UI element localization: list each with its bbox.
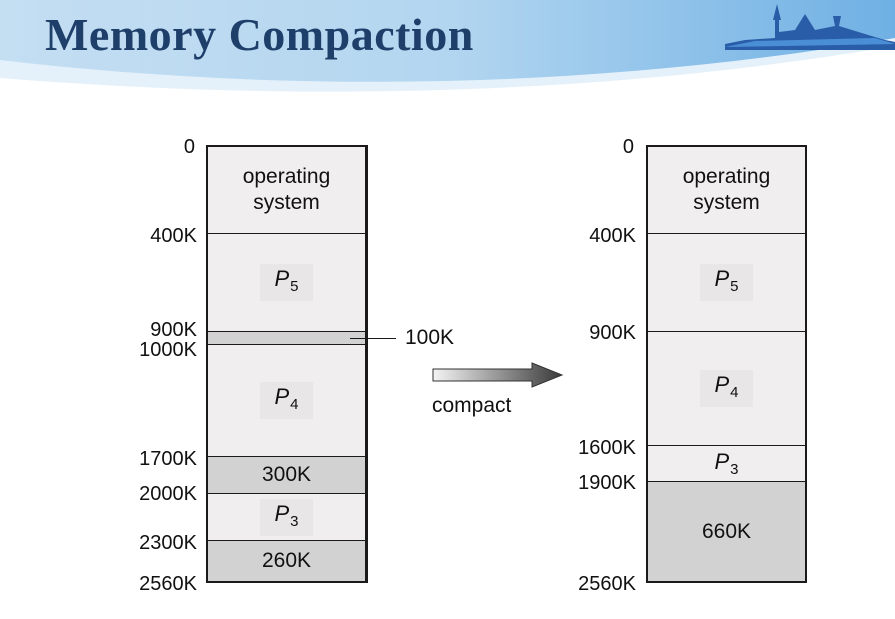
p4-block: P4 [208,345,365,456]
process-label: P3 [714,449,739,478]
process-label: P5 [700,264,753,301]
addr-label: 2300K [139,532,197,554]
addr-label: 400K [150,225,197,247]
p5-block: P5 [208,233,365,331]
p3-block: P3 [208,493,365,540]
addr-label: 2000K [139,483,197,505]
addr-label: 1600K [578,437,636,459]
p5-block: P5 [648,233,805,331]
os-label-line1: operating [682,165,771,188]
p4-block: P4 [648,331,805,445]
process-label: P3 [260,498,313,536]
addr-label: 1000K [139,339,197,361]
addr-label: 900K [589,322,636,344]
hole-660k: 660K [648,481,805,581]
hole-size-label: 300K [261,463,312,486]
compact-arrow-icon [432,362,564,388]
city-skyline-icon [725,4,895,50]
process-label: P4 [260,382,313,419]
memory-column-before: operating system P5 P4 300K P3 260K [206,145,368,583]
hole-size-label: 260K [261,549,312,572]
hole-300k: 300K [208,456,365,493]
header-band [0,0,895,92]
addr-label: 1900K [578,472,636,494]
os-label-line2: system [693,191,760,214]
addr-label: 0 [183,136,195,158]
slide-title: Memory Compaction [45,9,474,60]
hole-leader-line [350,338,396,339]
hole-100k [208,331,365,345]
addr-label: 2560K [578,573,636,595]
process-label: P5 [260,264,313,301]
addr-label: 2560K [139,573,197,595]
memory-column-after: operating system P5 P4 P3 660K [646,145,807,583]
os-block: operating system [208,147,365,233]
os-label-line2: system [253,191,320,214]
process-label: P4 [700,370,753,407]
addr-label: 0 [622,136,634,158]
addr-label: 900K [150,319,197,341]
compact-label: compact [432,394,512,417]
addr-label: 400K [589,225,636,247]
os-block: operating system [648,147,805,233]
os-label-line1: operating [242,165,331,188]
hole-size-label: 100K [405,326,455,349]
p3-block: P3 [648,445,805,481]
addr-label: 1700K [139,448,197,470]
hole-260k: 260K [208,540,365,581]
hole-size-label: 660K [701,519,752,543]
